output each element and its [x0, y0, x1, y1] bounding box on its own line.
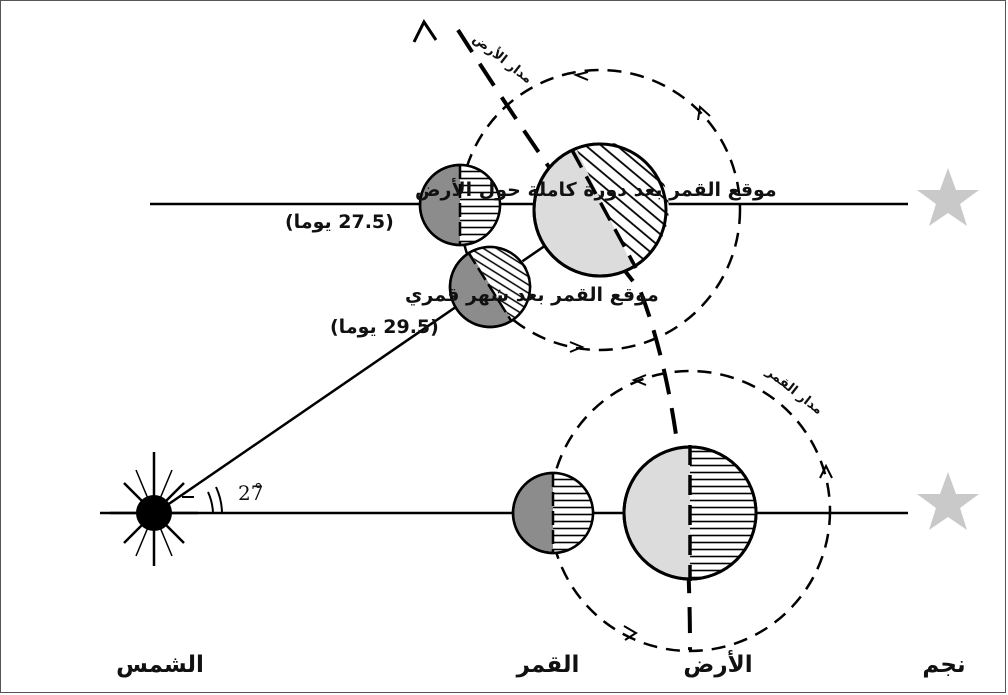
sun-label: الشمس [116, 652, 204, 678]
star-lower-icon [917, 472, 979, 530]
earth-lower [622, 445, 758, 581]
sidereal-position-label: موقع القمر بعد دورة كاملة حول الأرض [415, 178, 777, 201]
sun-icon [110, 452, 198, 566]
earth-orbit-label: مدار الأرض [470, 30, 537, 87]
sidereal-days-label: (27.5 يوما) [285, 211, 394, 233]
star-upper-icon [917, 168, 979, 226]
synodic-position-label: موقع القمر بعد شهر قمري [405, 284, 659, 307]
moon-label: القمر [516, 652, 580, 678]
earth-upper [532, 142, 669, 278]
orbit-arrow-lower-right [819, 463, 833, 479]
earth-label: الأرض [683, 649, 752, 678]
star-label: نجم [922, 652, 965, 678]
synodic-days-label: (29.5 يوما) [330, 316, 439, 338]
orbit-arrow-upper-top [572, 71, 589, 81]
sun-earth-line [159, 206, 601, 512]
angle-label: 27̊ [238, 481, 263, 505]
orbit-arrow-lower-top [631, 374, 647, 386]
angle-marker [182, 486, 223, 514]
moon-synodic [448, 245, 532, 329]
orbit-arrow-lower-bottom [623, 625, 638, 641]
moon-orbit-label: مدار القمر [762, 364, 825, 418]
moon-lower [511, 471, 595, 555]
orbit-arrow-upper-bottom [569, 341, 585, 353]
earth-orbit-arrow [412, 19, 438, 43]
moon-sidereal [418, 163, 502, 247]
orbit-arrow-upper-right [697, 105, 711, 121]
